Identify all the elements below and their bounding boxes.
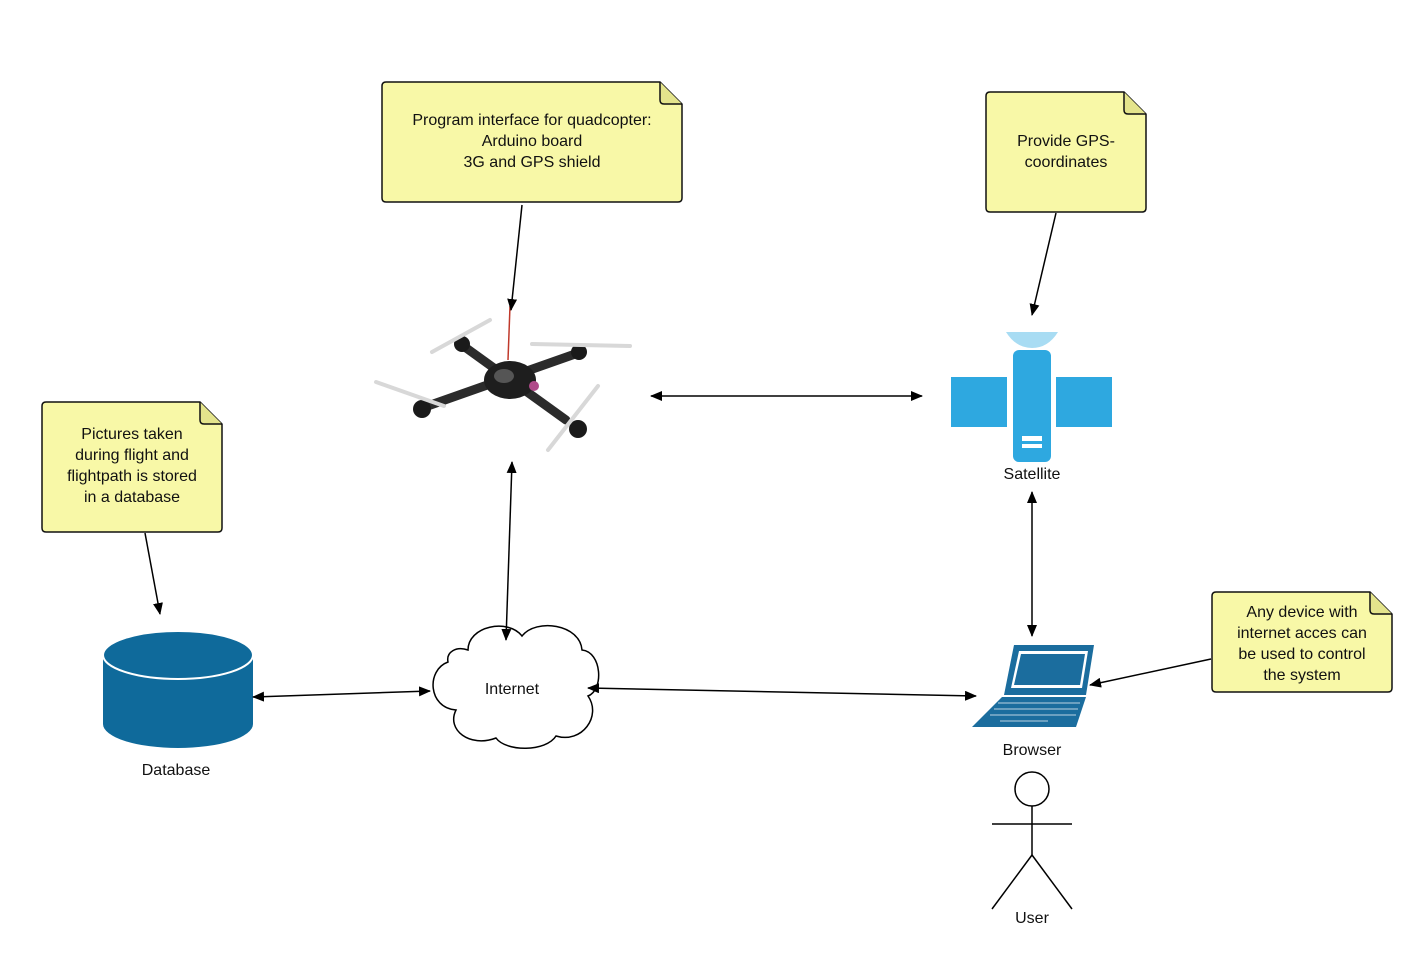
- connector-database-internet: [252, 686, 431, 702]
- note-gps-text: Provide GPS- coordinates: [986, 131, 1146, 173]
- note-gps[interactable]: [985, 91, 1147, 213]
- note-line: Pictures taken: [81, 426, 183, 443]
- connector-note-quadcopter: [507, 204, 523, 311]
- connector-note-device: [1089, 658, 1212, 688]
- user-label: User: [1015, 910, 1049, 927]
- note-line: during flight and: [75, 447, 189, 464]
- note-quadcopter-text: Program interface for quadcopter: Arduin…: [382, 110, 682, 173]
- note-line: internet acces can: [1237, 625, 1367, 642]
- cloud-icon[interactable]: [432, 624, 600, 749]
- note-line: be used to control: [1238, 646, 1366, 663]
- connector-note-gps: [1029, 212, 1057, 316]
- note-line: flightpath is stored: [67, 468, 197, 485]
- note-line: Any device with: [1246, 604, 1358, 621]
- database-label: Database: [141, 762, 211, 779]
- note-line: Provide GPS-: [1017, 133, 1115, 150]
- connector-note-database: [144, 532, 163, 615]
- browser-label: Browser: [1002, 742, 1062, 759]
- internet-label: Internet: [484, 681, 540, 698]
- satellite-icon[interactable]: [951, 332, 1112, 462]
- note-line: the system: [1263, 667, 1341, 684]
- note-line: 3G and GPS shield: [463, 154, 601, 171]
- connector-quadcopter-internet: [501, 461, 517, 641]
- note-line: coordinates: [1024, 154, 1108, 171]
- note-line: Arduino board: [481, 133, 583, 150]
- laptop-icon[interactable]: [972, 645, 1094, 727]
- quadcopter-drone-icon[interactable]: [374, 305, 632, 452]
- stick-figure-icon[interactable]: [991, 771, 1073, 910]
- note-quadcopter[interactable]: [381, 81, 683, 203]
- satellite-label: Satellite: [1003, 466, 1061, 483]
- note-database-text: Pictures taken during flight and flightp…: [42, 424, 222, 508]
- note-line: in a database: [83, 489, 181, 506]
- database-cylinder-icon[interactable]: [102, 630, 254, 748]
- note-database[interactable]: [41, 401, 223, 533]
- connector-internet-browser: [587, 683, 977, 701]
- note-line: Program interface for quadcopter:: [412, 112, 652, 129]
- note-device[interactable]: [1211, 591, 1393, 693]
- note-device-text: Any device with internet acces can be us…: [1212, 602, 1392, 686]
